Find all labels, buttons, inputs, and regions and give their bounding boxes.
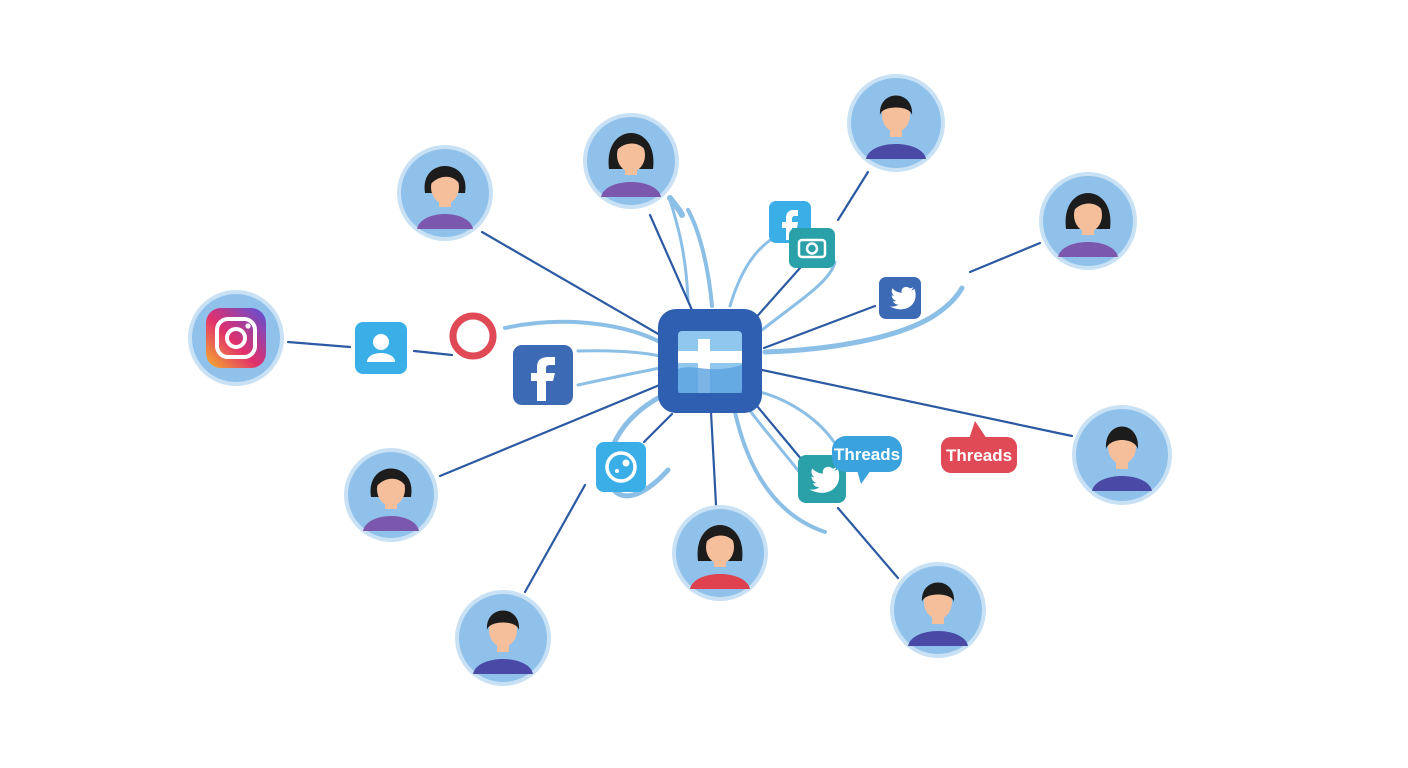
- threads-badge-blue[interactable]: Threads: [832, 436, 902, 484]
- user-contact-tile[interactable]: [355, 322, 407, 374]
- red-ring-icon: [449, 312, 497, 360]
- avatar-right-upper[interactable]: [1039, 172, 1137, 270]
- camera-tile[interactable]: [789, 228, 835, 268]
- flow-curve: [503, 319, 662, 344]
- flow-curve: [762, 285, 965, 355]
- flow-curve: [668, 198, 690, 302]
- link-top-center: [648, 213, 694, 312]
- twitter-tile-lower[interactable]: [798, 455, 846, 503]
- avatar-right-middle[interactable]: [1072, 405, 1172, 505]
- threads-badge-red[interactable]: Threads: [941, 421, 1017, 473]
- network-links: [286, 170, 1074, 594]
- link-twitter-upper: [762, 304, 877, 350]
- twitter-icon: [809, 466, 840, 493]
- avatar-bottom-left[interactable]: [455, 590, 551, 686]
- avatar-bottom-center[interactable]: [672, 505, 768, 601]
- facebook-icon: [531, 357, 555, 401]
- threads-badge-blue-label: Threads: [834, 445, 900, 464]
- link-left-lower: [438, 382, 664, 478]
- messenger-icon: [605, 451, 637, 483]
- twitter-tile-upper[interactable]: [879, 277, 921, 319]
- flow-curve: [733, 410, 827, 534]
- flow-curves: [503, 195, 965, 534]
- user-contact-icon: [367, 334, 395, 362]
- flow-curve: [576, 366, 662, 387]
- link-bottom-center: [709, 410, 718, 507]
- link-messenger: [642, 412, 674, 444]
- link-camera: [750, 266, 802, 324]
- camera-icon: [797, 238, 827, 259]
- link-top-left: [480, 230, 662, 337]
- facebook-tile[interactable]: [513, 345, 573, 405]
- instagram-node[interactable]: [188, 290, 284, 386]
- avatar-top-center[interactable]: [583, 113, 679, 209]
- central-hub[interactable]: [658, 309, 762, 413]
- threads-badge-red-label: Threads: [946, 446, 1012, 465]
- messenger-tile[interactable]: [596, 442, 646, 492]
- flow-curve: [686, 208, 714, 308]
- link-bottom-right: [836, 506, 900, 580]
- avatar-top-left[interactable]: [397, 145, 493, 241]
- central-hub-icon: [678, 331, 742, 393]
- avatar-bottom-right[interactable]: [890, 562, 986, 658]
- avatar-top-right[interactable]: [847, 74, 945, 172]
- link-right-upper: [968, 241, 1042, 274]
- flow-curve: [760, 260, 837, 332]
- link-twitter-lower: [750, 398, 804, 462]
- link-bottom-left: [523, 483, 587, 594]
- flow-curve: [758, 390, 838, 447]
- avatar-left-lower[interactable]: [344, 448, 438, 542]
- link-instagram-contact: [286, 340, 352, 349]
- flow-curve: [576, 349, 662, 358]
- instagram-icon: [206, 308, 266, 368]
- link-contact-ring: [412, 349, 454, 357]
- twitter-icon: [889, 286, 916, 310]
- flow-curve: [667, 195, 685, 218]
- link-top-right: [836, 170, 870, 222]
- facebook-icon: [782, 210, 798, 240]
- link-right-middle: [760, 368, 1074, 438]
